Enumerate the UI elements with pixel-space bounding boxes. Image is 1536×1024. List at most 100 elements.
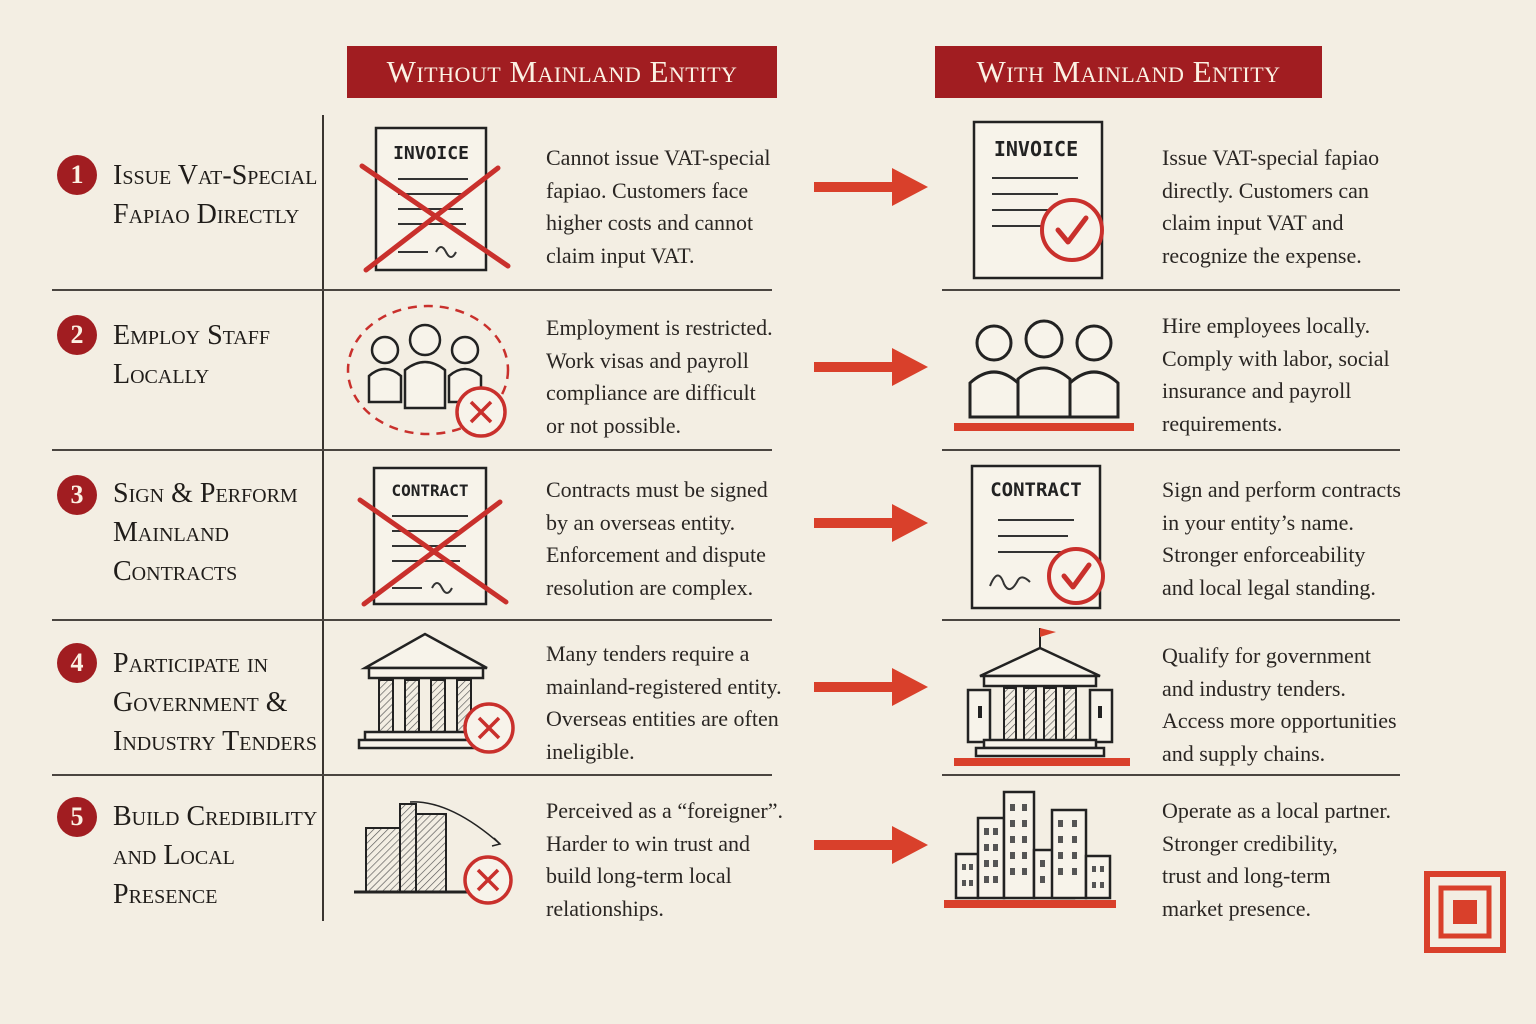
desc-line: Many tenders require a bbox=[546, 641, 750, 666]
desc-line: insurance and payroll bbox=[1162, 378, 1352, 403]
desc-line: Stronger enforceability bbox=[1162, 542, 1366, 567]
desc-line: requirements. bbox=[1162, 410, 1283, 436]
row-title-line: Mainland bbox=[113, 517, 229, 548]
desc-line: Employment is restricted. bbox=[546, 315, 773, 340]
desc-line: claim input VAT. bbox=[546, 242, 695, 268]
desc-line: build long-term local bbox=[546, 863, 732, 888]
declining-buildings-icon bbox=[354, 801, 513, 905]
row-title-line: Fapiao Directly bbox=[113, 199, 300, 230]
row-divider-right bbox=[942, 774, 1400, 776]
desc-line: Access more opportunities bbox=[1162, 708, 1397, 733]
desc-line: in your entity’s name. bbox=[1162, 509, 1354, 535]
desc-line: and supply chains. bbox=[1162, 740, 1326, 766]
without-description: Cannot issue VAT-special fapiao. Custome… bbox=[546, 142, 786, 272]
without-description: Many tenders require a mainland-register… bbox=[546, 638, 786, 768]
desc-line: Harder to win trust and bbox=[546, 830, 751, 856]
desc-line: trust and long-term bbox=[1162, 863, 1331, 888]
desc-line: Enforcement and dispute bbox=[546, 542, 766, 567]
desc-line: fapiao. Customers face bbox=[546, 177, 749, 203]
row-divider-right bbox=[942, 619, 1400, 621]
icon-contract-label: CONTRACT bbox=[391, 481, 468, 500]
with-description: Operate as a local partner. Stronger cre… bbox=[1162, 795, 1412, 925]
desc-line: Comply with labor, social bbox=[1162, 345, 1390, 371]
header-with-mainland-entity: With Mainland Entity bbox=[935, 46, 1322, 98]
row-title-line: Participate in bbox=[113, 648, 269, 679]
desc-line: and industry tenders. bbox=[1162, 675, 1346, 701]
row-title-line: Sign & Perform bbox=[113, 478, 298, 509]
row-title: Issue Vat-Special Fapiao Directly bbox=[113, 156, 318, 234]
icon-invoice-label: INVOICE bbox=[393, 143, 469, 164]
row-divider-left bbox=[52, 289, 772, 291]
desc-line: recognize the expense. bbox=[1162, 242, 1362, 268]
desc-line: Contracts must be signed bbox=[546, 477, 768, 502]
row-title: Sign & Perform Mainland Contracts bbox=[113, 474, 318, 591]
desc-line: Sign and perform contracts bbox=[1162, 477, 1401, 502]
arrow-right-icon bbox=[814, 348, 928, 386]
contract-approved-icon: CONTRACT bbox=[970, 464, 1105, 610]
row-title: Build Credibility and Local Presence bbox=[113, 797, 318, 914]
desc-line: Issue VAT-special fapiao bbox=[1162, 145, 1380, 170]
icon-contract-label: CONTRACT bbox=[990, 479, 1082, 501]
row-title-line: Contracts bbox=[113, 556, 238, 587]
row-number-badge: 5 bbox=[57, 797, 97, 837]
row-number-badge: 1 bbox=[57, 155, 97, 195]
without-description: Perceived as a “foreigner”. Harder to wi… bbox=[546, 795, 786, 925]
desc-line: and local legal standing. bbox=[1162, 574, 1376, 600]
arrow-right-icon bbox=[814, 668, 928, 706]
row-number-badge: 4 bbox=[57, 643, 97, 683]
row-divider-right bbox=[942, 289, 1400, 291]
staff-hired-icon bbox=[954, 319, 1134, 431]
row-title-line: Build Credibility bbox=[113, 801, 318, 832]
desc-line: mainland-registered entity. bbox=[546, 673, 782, 699]
desc-line: by an overseas entity. bbox=[546, 509, 736, 535]
with-description: Sign and perform contracts in your entit… bbox=[1162, 474, 1412, 604]
invoice-crossed-icon: INVOICE bbox=[359, 126, 511, 273]
column-divider bbox=[322, 115, 324, 921]
desc-line: higher costs and cannot bbox=[546, 210, 754, 235]
arrow-right-icon bbox=[814, 504, 928, 542]
desc-line: Overseas entities are often bbox=[546, 706, 779, 731]
desc-line: directly. Customers can bbox=[1162, 177, 1369, 203]
desc-line: Cannot issue VAT-special bbox=[546, 145, 771, 170]
desc-line: Perceived as a “foreigner”. bbox=[546, 798, 783, 823]
government-building-rejected-icon bbox=[357, 632, 515, 754]
desc-line: market presence. bbox=[1162, 895, 1312, 921]
row-number-badge: 2 bbox=[57, 315, 97, 355]
row-divider-left bbox=[52, 774, 772, 776]
row-title-line: Issue Vat-Special bbox=[113, 160, 318, 191]
with-description: Issue VAT-special fapiao directly. Custo… bbox=[1162, 142, 1412, 272]
arrow-right-icon bbox=[814, 826, 928, 864]
desc-line: compliance are difficult bbox=[546, 380, 756, 405]
icon-invoice-label: INVOICE bbox=[994, 137, 1078, 161]
contract-crossed-icon: CONTRACT bbox=[357, 466, 509, 607]
desc-line: Stronger credibility, bbox=[1162, 830, 1338, 856]
desc-line: resolution are complex. bbox=[546, 574, 754, 600]
arrow-right-icon bbox=[814, 168, 928, 206]
row-title: Employ Staff Locally bbox=[113, 316, 318, 394]
desc-line: or not possible. bbox=[546, 412, 682, 438]
desc-line: Hire employees locally. bbox=[1162, 313, 1371, 338]
without-description: Contracts must be signed by an overseas … bbox=[546, 474, 786, 604]
desc-line: relationships. bbox=[546, 895, 664, 921]
row-number-badge: 3 bbox=[57, 475, 97, 515]
row-divider-right bbox=[942, 449, 1400, 451]
with-description: Hire employees locally. Comply with labo… bbox=[1162, 310, 1412, 440]
staff-restricted-icon bbox=[346, 304, 510, 438]
desc-line: ineligible. bbox=[546, 738, 635, 764]
desc-line: Qualify for government bbox=[1162, 643, 1371, 668]
row-title-line: Employ Staff bbox=[113, 320, 270, 351]
desc-line: claim input VAT and bbox=[1162, 210, 1344, 235]
desc-line: Work visas and payroll bbox=[546, 347, 749, 373]
row-divider-left bbox=[52, 619, 772, 621]
government-building-flag-icon bbox=[954, 628, 1130, 766]
invoice-approved-icon: INVOICE bbox=[972, 120, 1104, 280]
without-description: Employment is restricted. Work visas and… bbox=[546, 312, 786, 442]
city-skyline-icon bbox=[944, 790, 1116, 908]
red-seal-stamp-icon bbox=[1424, 871, 1506, 953]
header-without-mainland-entity: Without Mainland Entity bbox=[347, 46, 777, 98]
row-title: Participate in Government & Industry Ten… bbox=[113, 644, 318, 761]
with-description: Qualify for government and industry tend… bbox=[1162, 640, 1412, 770]
row-title-line: Locally bbox=[113, 359, 210, 390]
desc-line: Operate as a local partner. bbox=[1162, 798, 1392, 823]
row-divider-left bbox=[52, 449, 772, 451]
